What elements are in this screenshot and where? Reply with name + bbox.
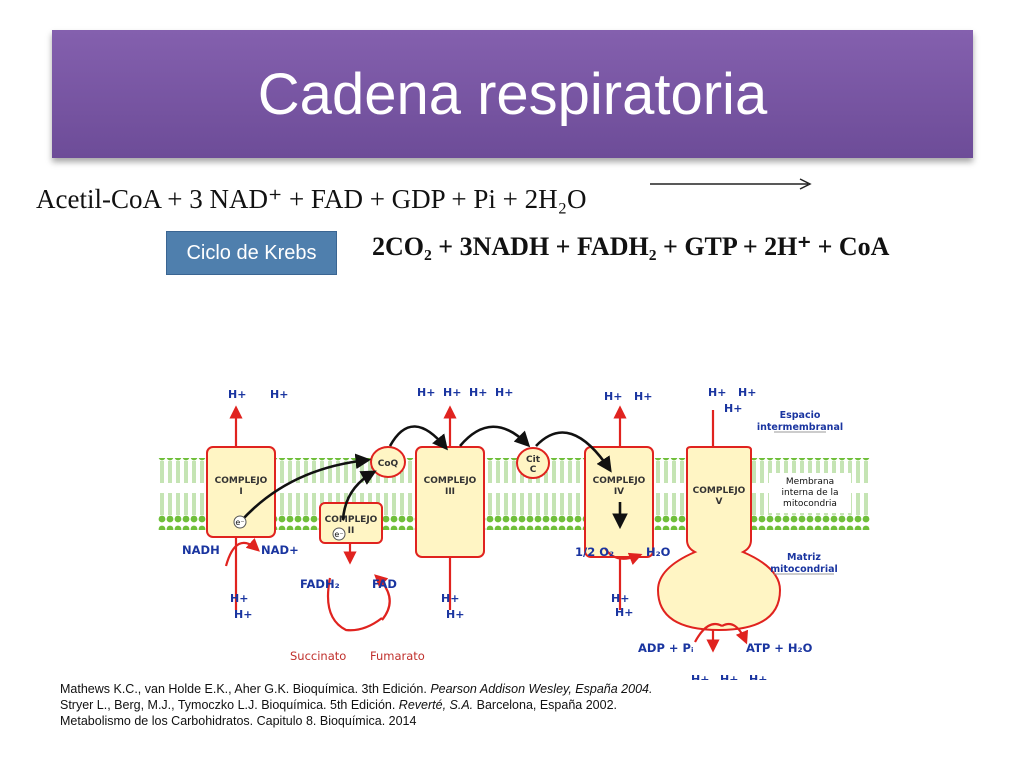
references: Mathews K.C., van Holde E.K., Aher G.K. … <box>60 681 652 729</box>
proton-label: H+ <box>441 592 459 605</box>
nad-label: NAD+ <box>261 543 299 557</box>
title-bar: Cadena respiratoria <box>52 30 973 158</box>
proton-label: H+ <box>691 673 709 680</box>
membrane-label: Membrana <box>786 477 834 487</box>
proton-label: H+ <box>234 608 252 621</box>
equation-products: 2CO₂ + 3NADH + FADH₂ + GTP + 2H⁺ + CoA <box>372 232 890 261</box>
membrane-label-box <box>769 473 851 513</box>
proton-label: H+ <box>749 673 767 680</box>
proton-label: H+ <box>228 388 246 401</box>
fadh2-label: FADH₂ <box>300 577 340 591</box>
intermembrane-space-label: Espacio <box>780 410 821 421</box>
reference-1: Mathews K.C., van Holde E.K., Aher G.K. … <box>60 682 653 696</box>
complex-3 <box>415 446 485 558</box>
proton-label: H+ <box>446 608 464 621</box>
fad-label: FAD <box>372 577 397 591</box>
proton-label: H+ <box>738 386 756 399</box>
proton-label: H+ <box>417 386 435 399</box>
fumarate-label: Fumarato <box>370 649 425 663</box>
complex-4-label: COMPLEJO <box>593 476 646 486</box>
proton-label: H+ <box>270 388 288 401</box>
electron-icon <box>332 527 346 541</box>
respiratory-chain-diagram: COMPLEJO I COMPLEJO II CoQ COMPLEJO III … <box>158 386 870 680</box>
proton-label: H+ <box>604 390 622 403</box>
matrix-label: Matriz <box>787 552 821 563</box>
proton-label: H+ <box>611 592 629 605</box>
coq-label: CoQ <box>378 459 399 469</box>
complex-2-number: II <box>348 526 355 536</box>
reference-2: Stryer L., Berg, M.J., Tymoczko L.J. Bio… <box>60 698 617 712</box>
cytc-label: Cit <box>526 455 541 465</box>
complex-3-label: COMPLEJO <box>424 476 477 486</box>
complex-5-label: COMPLEJO <box>693 486 746 496</box>
oxygen-label: 1/2 O₂ <box>575 545 614 559</box>
proton-label: H+ <box>230 592 248 605</box>
water-label: H₂O <box>646 545 671 559</box>
membrane-label-2: interna de la <box>781 488 838 498</box>
complex-4-number: IV <box>614 487 624 497</box>
proton-label: H+ <box>469 386 487 399</box>
adp-label: ADP + Pᵢ <box>638 641 693 655</box>
succinate-label: Succinato <box>290 649 346 663</box>
cytc-label-2: C <box>530 465 537 475</box>
proton-label: H+ <box>720 673 738 680</box>
reaction-arrow-icon <box>650 178 812 190</box>
proton-label: H+ <box>495 386 513 399</box>
membrane-label-3: mitocondria <box>783 499 837 509</box>
proton-label: H+ <box>724 402 742 415</box>
complex-1-label: COMPLEJO <box>215 476 268 486</box>
atp-label: ATP + H₂O <box>746 641 813 655</box>
equation-reactants: Acetil-CoA + 3 NAD⁺ + FAD + GDP + Pi + 2… <box>36 184 587 214</box>
reference-3: Metabolismo de los Carbohidratos. Capitu… <box>60 714 417 728</box>
complex-2-label: COMPLEJO <box>325 515 378 525</box>
electron-label-1: e⁻ <box>235 518 244 527</box>
complex-1-number: I <box>239 487 242 497</box>
complex-3-number: III <box>445 487 455 497</box>
proton-label: H+ <box>615 606 633 619</box>
matrix-label-2: mitocondrial <box>770 564 838 575</box>
slide-title: Cadena respiratoria <box>257 61 768 127</box>
intermembrane-space-label-2: intermembranal <box>757 422 843 433</box>
proton-label: H+ <box>708 386 726 399</box>
complex-5-number: V <box>716 497 723 507</box>
nadh-label: NADH <box>182 543 220 557</box>
cytochrome-c <box>516 447 550 479</box>
krebs-cycle-label: Ciclo de Krebs <box>166 231 337 275</box>
proton-label: H+ <box>634 390 652 403</box>
electron-label-2: e⁻ <box>334 530 343 539</box>
complex-5 <box>656 446 782 632</box>
proton-label: H+ <box>443 386 461 399</box>
electron-icon <box>233 515 247 529</box>
